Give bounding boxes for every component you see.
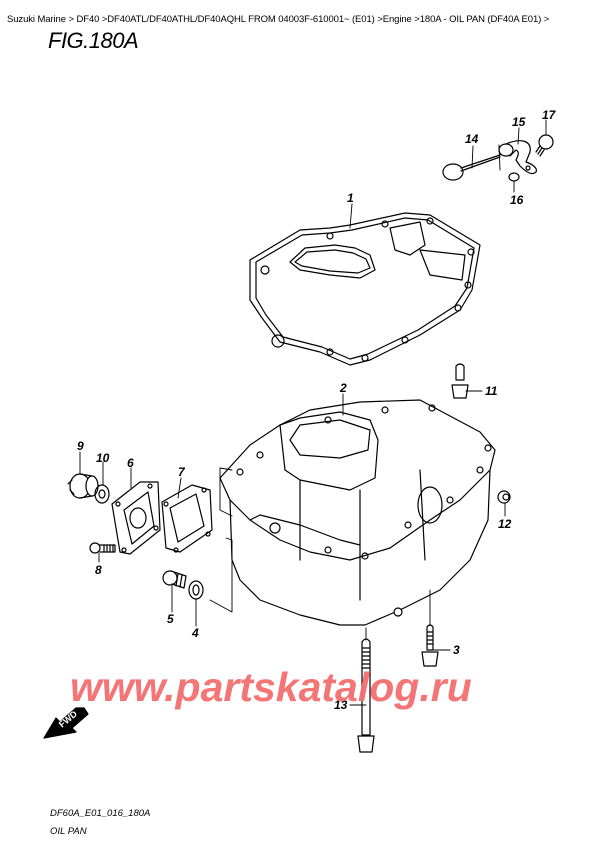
figure-title: FIG.180A	[48, 28, 139, 53]
breadcrumb-item-model[interactable]: DF40ATL/DF40ATHL/DF40AQHL FROM 04003F-61…	[107, 14, 375, 25]
breadcrumb-item-engine[interactable]: Engine	[382, 14, 412, 25]
oil-pan-gasket-part[interactable]	[249, 212, 481, 366]
bolt-part-17[interactable]	[535, 134, 554, 157]
forward-direction-icon: FWD	[43, 707, 89, 739]
callout-3[interactable]: 3	[453, 643, 460, 657]
callout-7[interactable]: 7	[178, 465, 185, 479]
fitting-part[interactable]	[451, 363, 469, 399]
callout-11[interactable]: 11	[485, 384, 498, 398]
callout-6[interactable]: 6	[127, 456, 134, 470]
callout-16[interactable]: 16	[510, 193, 524, 207]
callout-4[interactable]: 4	[192, 626, 199, 640]
callout-5[interactable]: 5	[167, 612, 174, 626]
watermark: www.partskatalog.ru	[70, 664, 472, 710]
callout-14[interactable]: 14	[465, 132, 479, 146]
long-bolt-part[interactable]	[357, 638, 375, 753]
oil-pan-part[interactable]	[219, 399, 496, 626]
cover-part[interactable]	[111, 481, 161, 555]
callout-2[interactable]: 2	[340, 381, 347, 395]
callout-1[interactable]: 1	[347, 191, 354, 205]
dipstick-part[interactable]	[442, 154, 501, 181]
breadcrumb-item-df40[interactable]: DF40	[76, 14, 100, 25]
plug-part-12[interactable]	[497, 490, 511, 504]
drain-plug-part[interactable]	[162, 570, 187, 589]
breadcrumb-separator: >	[68, 14, 74, 25]
breadcrumb-item-oil-pan[interactable]: 180A - OIL PAN (DF40A E01)	[419, 14, 542, 25]
cover-gasket-part[interactable]	[161, 484, 213, 553]
gasket-washer-part[interactable]	[188, 580, 204, 600]
o-ring-part[interactable]	[94, 484, 110, 504]
plug-part-9[interactable]	[67, 473, 99, 499]
figure-code: DF60A_E01_016_180A	[50, 808, 151, 819]
breadcrumb: Suzuki Marine > DF40 >DF40ATL/DF40ATHL/D…	[7, 14, 549, 25]
callout-17[interactable]: 17	[542, 108, 556, 122]
breadcrumb-separator: >	[377, 14, 383, 25]
breadcrumb-separator: >	[101, 14, 108, 25]
callout-9[interactable]: 9	[77, 439, 84, 453]
bolt-part-3[interactable]	[421, 624, 439, 667]
figure-name: OIL PAN	[50, 826, 87, 837]
dipstick-guide-part[interactable]	[498, 140, 537, 175]
callout-12[interactable]: 12	[498, 517, 512, 531]
washer-part[interactable]	[508, 172, 520, 182]
breadcrumb-separator: >	[543, 14, 550, 25]
callout-15[interactable]: 15	[512, 115, 526, 129]
bolt-part-8[interactable]	[89, 542, 116, 554]
breadcrumb-separator: >	[414, 14, 420, 25]
breadcrumb-item-suzuki-marine[interactable]: Suzuki Marine	[7, 14, 66, 25]
callout-13[interactable]: 13	[334, 698, 348, 712]
callout-8[interactable]: 8	[95, 563, 102, 577]
callout-10[interactable]: 10	[96, 451, 110, 465]
